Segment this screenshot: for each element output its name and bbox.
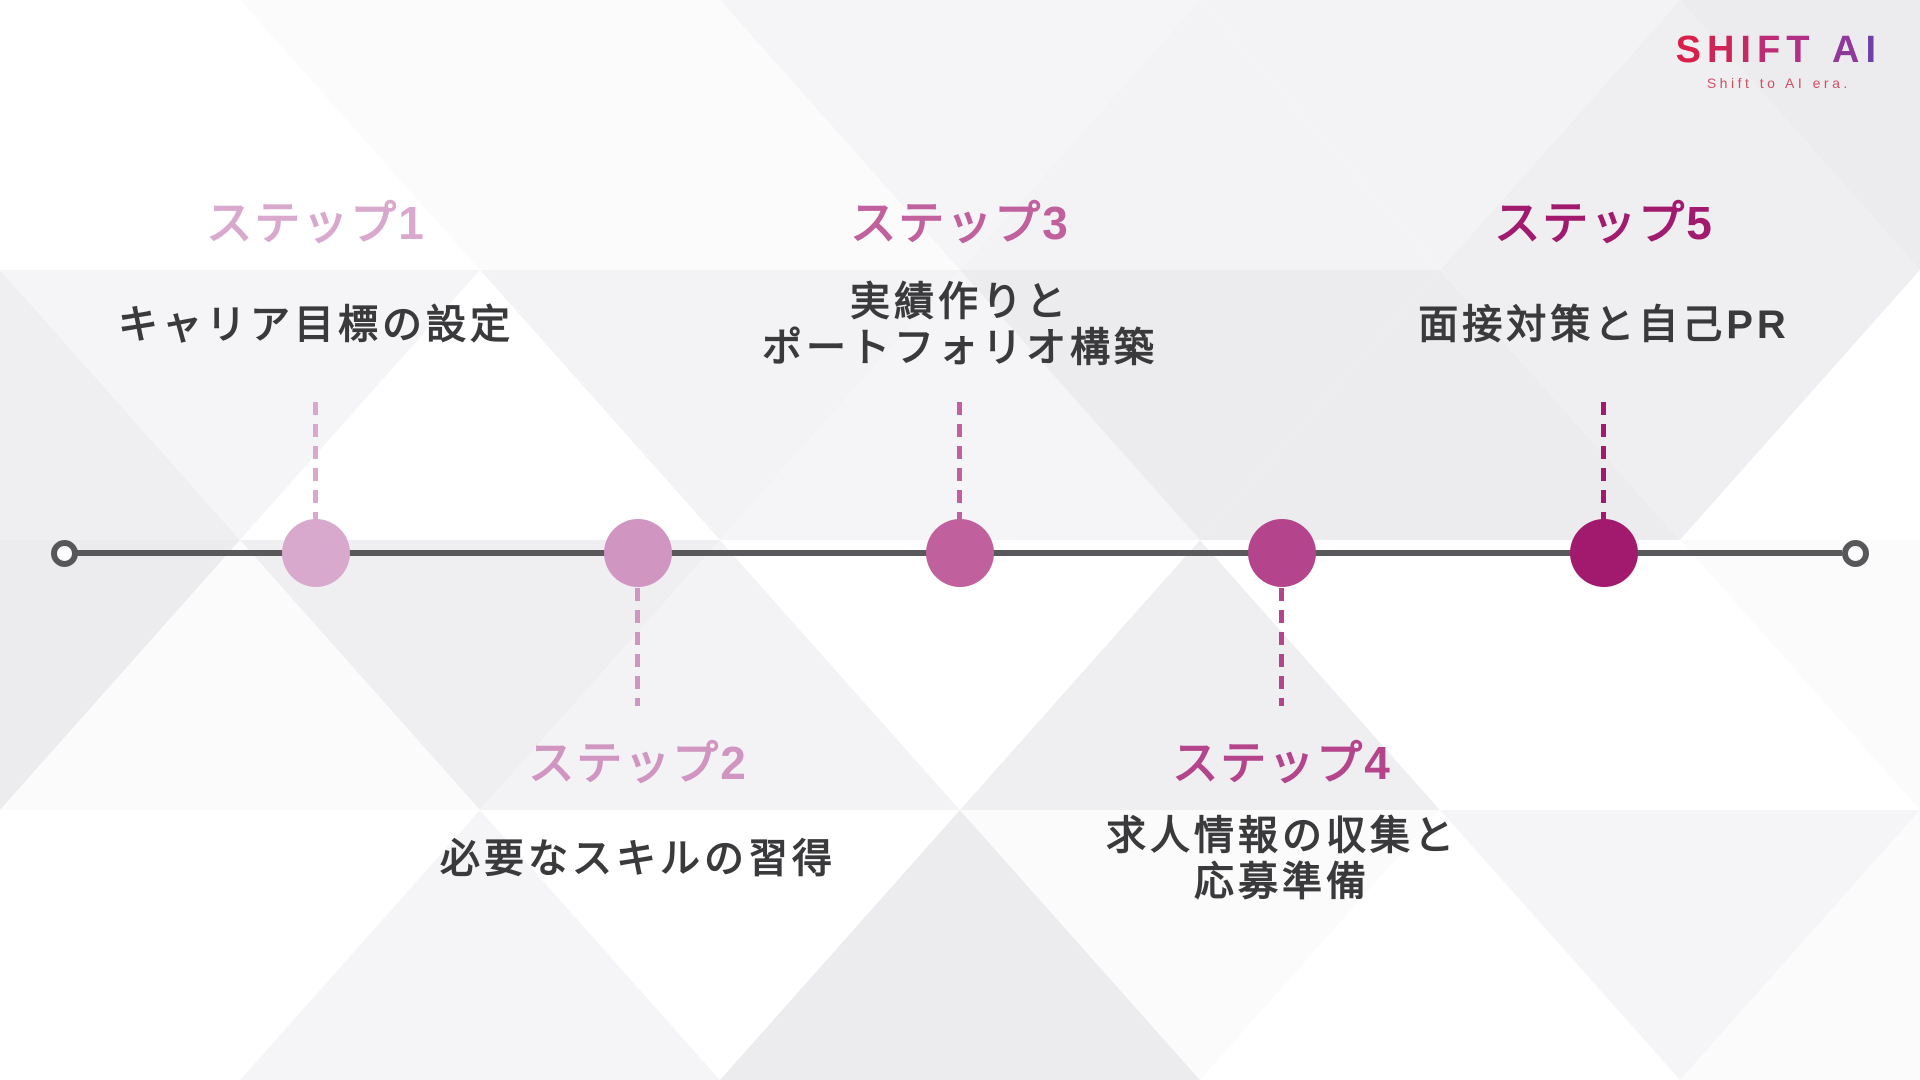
connector-step2: [635, 588, 640, 706]
logo-letter: H: [1706, 29, 1741, 71]
timeline-node-step3: [926, 519, 994, 587]
step-2-label: ステップ2: [528, 737, 748, 789]
logo-letter: T: [1786, 29, 1816, 71]
logo-letter: F: [1756, 29, 1787, 71]
connector-step1: [313, 402, 318, 520]
timeline-node-step1: [282, 519, 350, 587]
step-1-description: キャリア目標の設定: [118, 303, 514, 348]
brand-logo-tagline: Shift to AI era.: [1706, 74, 1851, 91]
logo-letter: A: [1831, 29, 1866, 71]
logo-letter: I: [1865, 29, 1882, 71]
step-5-block: ステップ5 面接対策と自己PR: [1324, 196, 1884, 391]
step-4-description: 求人情報の収集と 応募準備: [1106, 814, 1458, 905]
logo-letter: I: [1740, 29, 1757, 71]
step-4-label: ステップ4: [1172, 737, 1392, 789]
step-5-description: 面接対策と自己PR: [1418, 303, 1790, 348]
timeline-node-step5: [1570, 519, 1638, 587]
connector-step4: [1279, 588, 1284, 706]
step-1-label: ステップ1: [206, 197, 426, 249]
step-3-label: ステップ3: [850, 197, 1070, 249]
logo-letter: S: [1675, 29, 1707, 71]
timeline-endpoint-left: [51, 540, 78, 567]
step-3-description: 実績作りと ポートフォリオ構築: [762, 280, 1158, 371]
step-1-block: ステップ1 キャリア目標の設定: [36, 196, 596, 391]
timeline-endpoint-right: [1842, 540, 1869, 567]
step-4-block: ステップ4 求人情報の収集と 応募準備: [1002, 736, 1562, 915]
step-5-label: ステップ5: [1494, 197, 1714, 249]
timeline-node-step4: [1248, 519, 1316, 587]
brand-logo-wordmark: SHIFT AI: [1675, 29, 1882, 72]
step-3-block: ステップ3 実績作りと ポートフォリオ構築: [680, 196, 1240, 391]
logo-letter: [1815, 30, 1832, 72]
connector-step5: [1601, 402, 1606, 520]
connector-step3: [957, 402, 962, 520]
brand-logo: SHIFT AI Shift to AI era.: [1675, 29, 1882, 91]
timeline-node-step2: [604, 519, 672, 587]
step-2-description: 必要なスキルの習得: [440, 837, 836, 882]
step-2-block: ステップ2 必要なスキルの習得: [358, 736, 918, 915]
